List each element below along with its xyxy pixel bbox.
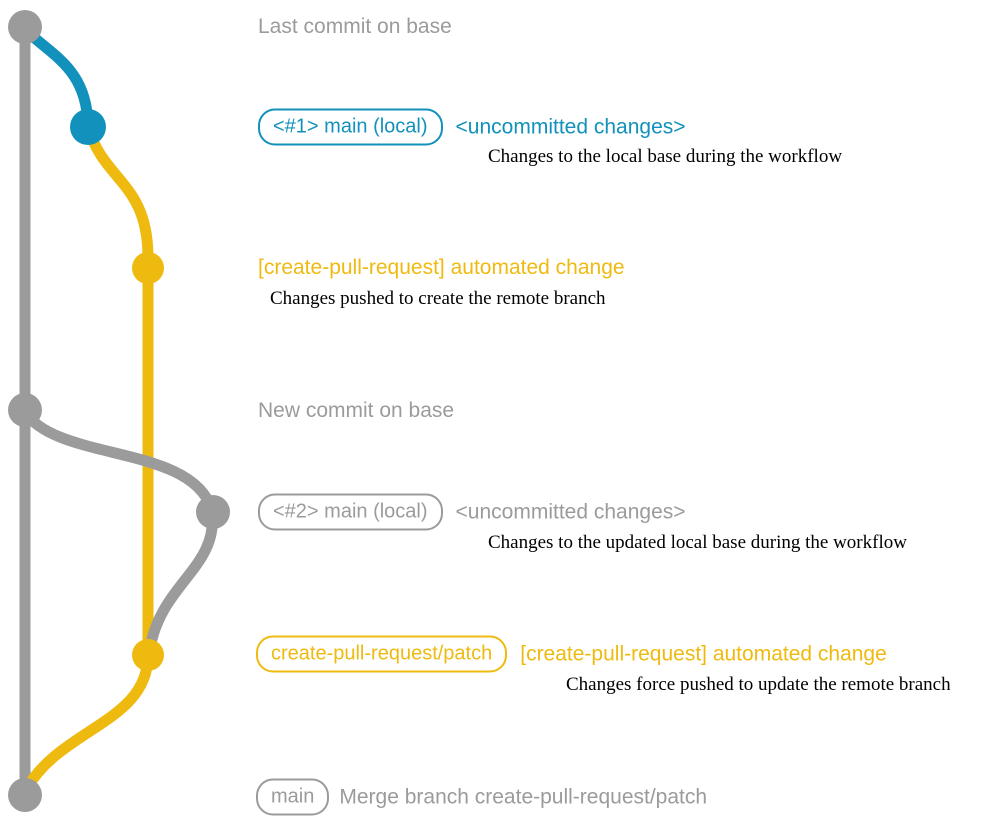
local-1-message: <uncommitted changes> [455,115,686,138]
local-2-row: <#2> main (local) <uncommitted changes> [258,493,686,531]
merge-row: main Merge branch create-pull-request/pa… [256,778,708,816]
commit-dot-local-1 [70,109,106,145]
local-1-description: Changes to the local base during the wor… [488,146,843,167]
local-main-branch-line [20,24,94,130]
commit-dot-patch-update [132,639,164,671]
git-graph [8,10,230,812]
commit-dot-last-base [8,10,42,44]
commit-dot-patch-create [132,252,164,284]
main-branch-tag: main [256,778,330,816]
commit-dot-local-2 [196,495,230,529]
patch-update-row: create-pull-request/patch [create-pull-r… [256,635,887,673]
last-commit-label: Last commit on base [258,15,452,38]
new-commit-label: New commit on base [258,399,455,422]
merge-message: Merge branch create-pull-request/patch [339,785,708,808]
local-1-row: <#1> main (local) <uncommitted changes> [258,108,686,146]
local-2-message: <uncommitted changes> [455,500,686,523]
patch-create-message: [create-pull-request] automated change [258,256,625,279]
patch-update-description: Changes force pushed to update the remot… [566,674,951,695]
patch-create-description: Changes pushed to create the remote bran… [270,288,606,309]
patch-branch-tag: create-pull-request/patch [256,635,508,673]
local-2-description: Changes to the updated local base during… [488,532,907,553]
patch-update-message: [create-pull-request] automated change [520,642,887,665]
local-2-branch-tag: <#2> main (local) [258,493,443,531]
local-1-branch-tag: <#1> main (local) [258,108,443,146]
commit-dot-new-base [8,393,42,427]
commit-dot-merge [8,778,42,812]
local-main-2-branch-line [19,406,219,654]
